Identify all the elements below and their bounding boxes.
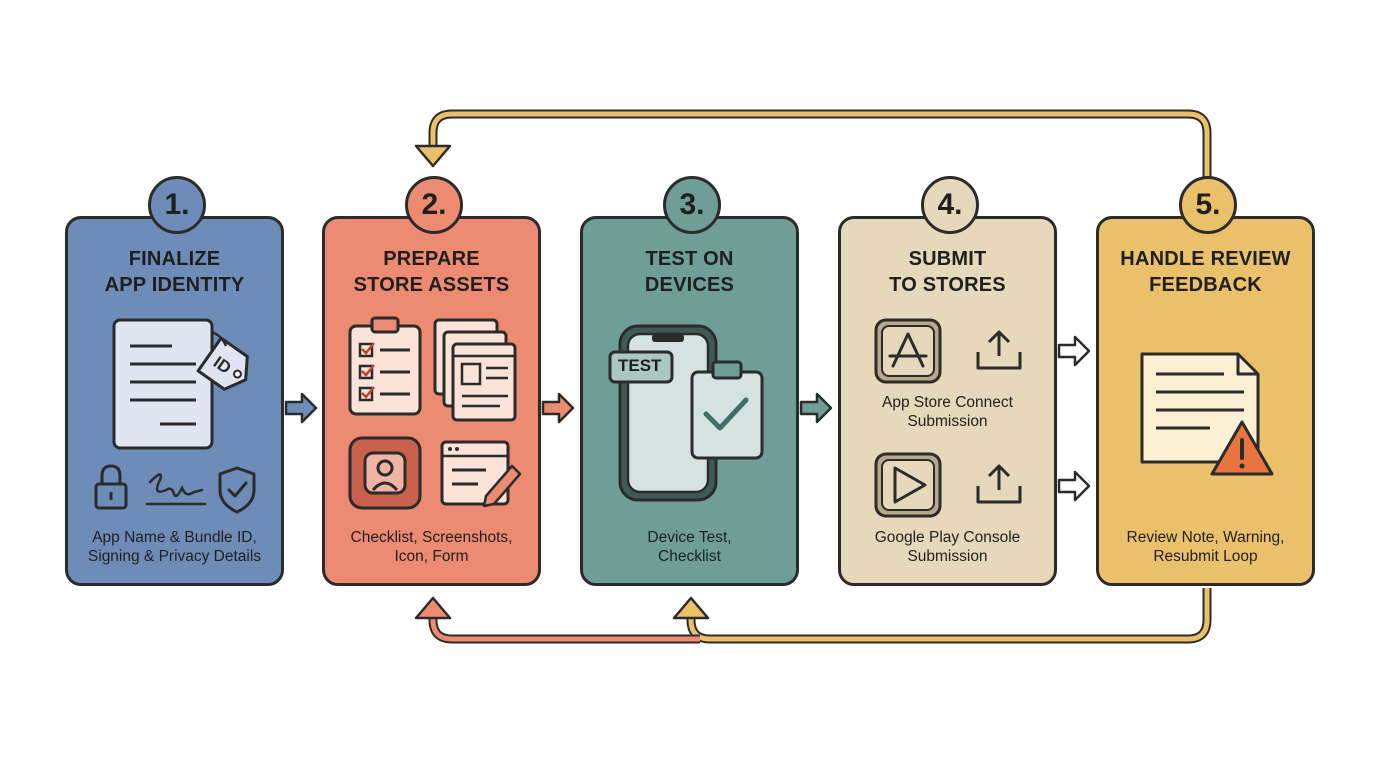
step-caption-3: Device Test, Checklist <box>580 528 799 566</box>
app-icon-avatar-icon <box>348 436 422 510</box>
step-caption-2-line-2: Icon, Form <box>394 548 469 565</box>
step-caption-2: Checklist, Screenshots, Icon, Form <box>322 528 541 566</box>
step-caption-5-line-2: Resubmit Loop <box>1153 548 1258 565</box>
lock-icon <box>94 464 128 510</box>
step-caption-4-line-2: Submission <box>907 548 988 565</box>
step-title-1: FINALIZE APP IDENTITY <box>65 246 284 298</box>
top-loop-arrowhead <box>414 144 452 168</box>
step-title-5-line-1: HANDLE REVIEW <box>1120 248 1291 270</box>
step-caption-3-line-2: Checklist <box>658 548 721 565</box>
app-store-icon <box>874 318 942 384</box>
warning-icon <box>1210 420 1274 476</box>
step-title-2-line-1: PREPARE <box>383 248 480 270</box>
step-title-1-line-2: APP IDENTITY <box>104 274 245 296</box>
google-play-icon <box>874 452 942 518</box>
step-caption-3-line-1: Device Test, <box>647 529 732 546</box>
step-title-3: TEST ON DEVICES <box>580 246 799 298</box>
step-title-4-line-1: SUBMIT <box>908 248 987 270</box>
step-caption-1-line-1: App Name & Bundle ID, <box>92 529 257 546</box>
arrow-2-to-3 <box>541 392 575 424</box>
review-note-icon <box>1140 352 1260 464</box>
test-chip-icon <box>608 350 674 384</box>
step-title-5-line-2: FEEDBACK <box>1149 274 1262 296</box>
signature-icon <box>146 473 206 506</box>
step-title-4: SUBMIT TO STORES <box>838 246 1057 298</box>
step-title-2: PREPARE STORE ASSETS <box>322 246 541 298</box>
form-pencil-icon <box>440 440 522 508</box>
shield-check-icon <box>218 466 256 514</box>
checklist-clipboard-icon <box>348 316 422 416</box>
id-tag-icon: ID <box>196 336 249 391</box>
screenshots-stack-icon <box>433 318 517 422</box>
step-title-3-line-1: TEST ON <box>645 248 734 270</box>
arrow-4-to-5-top <box>1057 335 1091 367</box>
step-title-5: HANDLE REVIEW FEEDBACK <box>1096 246 1315 298</box>
step-badge-1: 1. <box>148 176 206 234</box>
step-caption-5-line-1: Review Note, Warning, <box>1126 529 1285 546</box>
arrow-3-to-4 <box>799 392 833 424</box>
step-caption-2-line-1: Checklist, Screenshots, <box>350 529 513 546</box>
step-caption-1-line-2: Signing & Privacy Details <box>87 548 262 565</box>
step-caption-4-top-line-1: App Store Connect <box>882 394 1013 411</box>
step-caption-1: App Name & Bundle ID, Signing & Privacy … <box>65 528 284 566</box>
clipboard-check-icon <box>690 360 764 460</box>
step-caption-4-line-1: Google Play Console <box>874 529 1021 546</box>
step-title-1-line-1: FINALIZE <box>128 248 221 270</box>
upload-icon <box>976 330 1022 370</box>
step-badge-2: 2. <box>405 176 463 234</box>
step-badge-4: 4. <box>921 176 979 234</box>
step-caption-4-top: App Store Connect Submission <box>838 393 1057 431</box>
upload-icon-2 <box>976 464 1022 504</box>
arrow-1-to-2 <box>284 392 318 424</box>
step-title-3-line-2: DEVICES <box>644 274 735 296</box>
step-card-4 <box>838 216 1057 586</box>
step-caption-5: Review Note, Warning, Resubmit Loop <box>1096 528 1315 566</box>
step-title-4-line-2: TO STORES <box>889 274 1006 296</box>
arrow-4-to-5-bottom <box>1057 470 1091 502</box>
step-badge-3: 3. <box>663 176 721 234</box>
step-caption-4-top-line-2: Submission <box>907 413 988 430</box>
step-caption-4: Google Play Console Submission <box>838 528 1057 566</box>
step-title-2-line-2: STORE ASSETS <box>353 274 510 296</box>
bottom-loop-arrowhead-2 <box>414 596 452 620</box>
bottom-loop-arrowhead-3 <box>672 596 710 620</box>
step-badge-5: 5. <box>1179 176 1237 234</box>
test-chip-label: TEST <box>618 356 662 375</box>
document-icon <box>112 318 214 450</box>
